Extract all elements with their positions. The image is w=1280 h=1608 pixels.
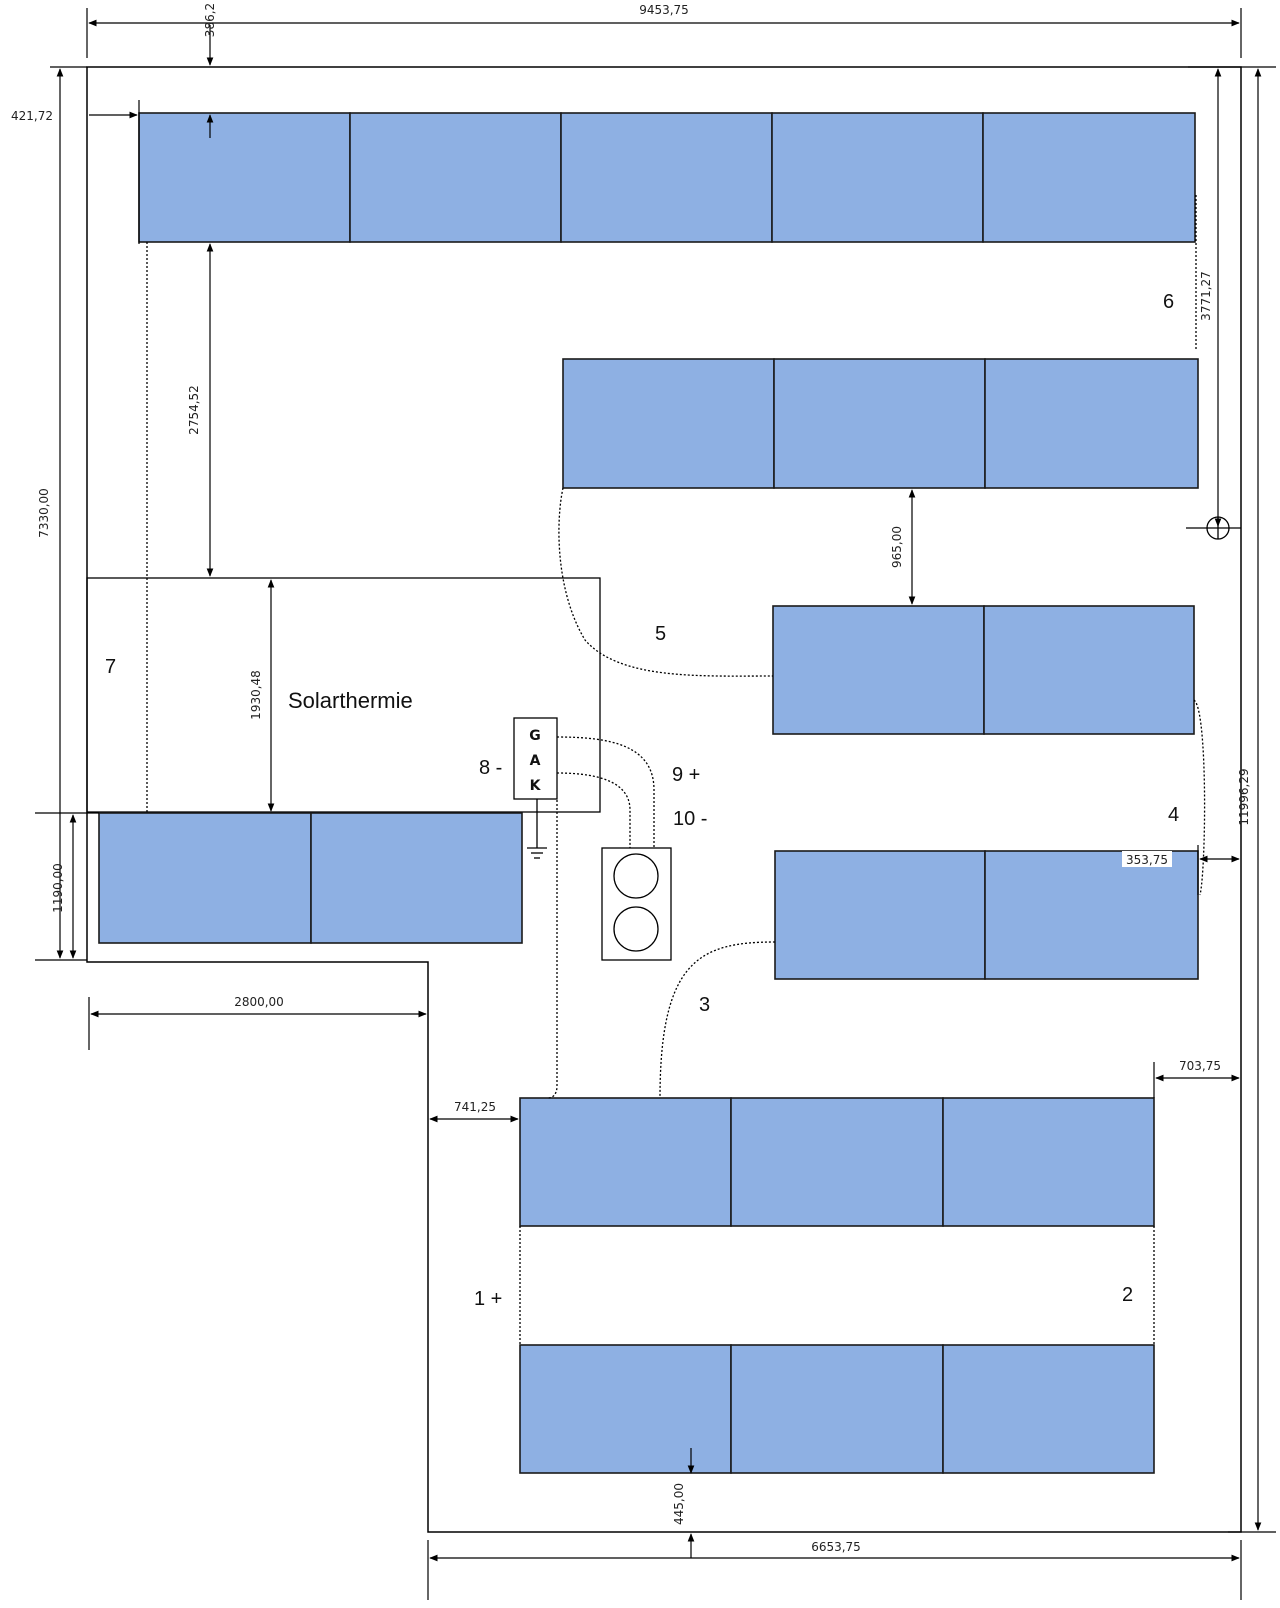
string-label-9: 9 +	[672, 764, 700, 786]
dim-bottom-width: 6653,75	[811, 1540, 861, 1554]
pv-panel	[942, 1344, 1155, 1474]
string-label-3: 3	[699, 994, 710, 1016]
pv-panel	[310, 812, 523, 944]
gak-label-k: K	[530, 778, 542, 794]
wire-9-plus	[556, 736, 655, 848]
panel-row-2	[519, 1344, 1155, 1474]
dimension-lines	[35, 8, 1276, 1600]
inverter-circle-top	[613, 853, 659, 899]
panel-row-7	[98, 812, 523, 944]
string-label-10: 10 -	[673, 808, 707, 830]
dim-step-width: 2800,00	[234, 995, 284, 1009]
wire-main	[547, 800, 558, 1099]
pv-panel	[519, 1097, 732, 1227]
string-label-4: 4	[1168, 804, 1179, 826]
dim-left-step-height: 1190,00	[51, 863, 65, 913]
ground-symbol	[527, 799, 547, 859]
pv-panel	[138, 112, 351, 243]
dim-solar-height: 1930,48	[249, 670, 263, 720]
pv-panel	[982, 112, 1196, 243]
dim-right-offset-row4: 353,75	[1126, 853, 1168, 867]
pv-panel	[560, 112, 773, 243]
dim-right-height-upper: 3771,27	[1199, 271, 1213, 321]
pv-panel	[98, 812, 312, 944]
pv-panel	[771, 112, 984, 243]
pv-panel	[774, 850, 986, 980]
pv-panel	[349, 112, 562, 243]
roof-outline	[86, 66, 1242, 1533]
gak-enclosure	[513, 717, 558, 800]
wire-string-5	[558, 487, 774, 677]
panel-row-5	[562, 358, 1199, 489]
pv-panel	[730, 1097, 944, 1227]
string-label-1: 1 +	[474, 1288, 502, 1310]
wire-10-minus	[556, 772, 631, 848]
solarthermie-area	[86, 577, 601, 813]
panel-row-4	[772, 605, 1195, 735]
string-labels: Solarthermie 1 + 2 3 4 5 6 7 8 - 9 + 10 …	[105, 291, 1179, 1310]
wire-string-4	[1193, 699, 1206, 896]
pv-panel	[983, 605, 1195, 735]
dim-total-height: 11996,29	[1237, 768, 1251, 825]
string-label-8: 8 -	[479, 757, 502, 779]
pv-panel	[773, 358, 986, 489]
inverter-box	[601, 847, 672, 961]
pv-panel	[730, 1344, 944, 1474]
string-label-2: 2	[1122, 1284, 1133, 1306]
gak-box: G A K	[513, 717, 558, 800]
pv-panel	[984, 850, 1199, 980]
gak-label-g: G	[529, 728, 541, 744]
inverter-circle-bottom	[613, 906, 659, 952]
string-wiring	[146, 195, 1206, 1345]
dim-left-height: 7330,00	[37, 488, 51, 538]
pv-panel	[942, 1097, 1155, 1227]
pv-panel	[519, 1344, 732, 1474]
pv-panel	[772, 605, 985, 735]
dim-right-offset-row5: 703,75	[1179, 1059, 1221, 1073]
dim-left-offset: 421,72	[11, 109, 53, 123]
panel-row-6	[138, 112, 1196, 243]
dim-top-offset: 386,2	[203, 3, 217, 37]
wire-string-3	[659, 941, 776, 1099]
dim-gap-row1-solar: 2754,52	[187, 385, 201, 435]
gak-label-a: A	[530, 753, 541, 769]
pv-panel	[984, 358, 1199, 489]
inverter-unit	[601, 847, 672, 961]
panel-row-3	[774, 850, 1199, 980]
string-label-6: 6	[1163, 291, 1174, 313]
dimension-texts: 9453,75 386,2 421,72 2754,52 7330,00 193…	[11, 3, 1251, 1554]
string-label-5: 5	[655, 623, 666, 645]
dim-left-offset-row5: 741,25	[454, 1100, 496, 1114]
pv-panel	[562, 358, 775, 489]
dim-bottom-offset: 445,00	[672, 1483, 686, 1525]
roof-hatch-marker	[1186, 516, 1241, 540]
solarthermie-label: Solarthermie	[288, 688, 413, 713]
dim-roof-width-top: 9453,75	[639, 3, 689, 17]
string-label-7: 7	[105, 656, 116, 678]
dim-gap-rows: 965,00	[890, 526, 904, 568]
panel-row-1	[519, 1097, 1155, 1227]
